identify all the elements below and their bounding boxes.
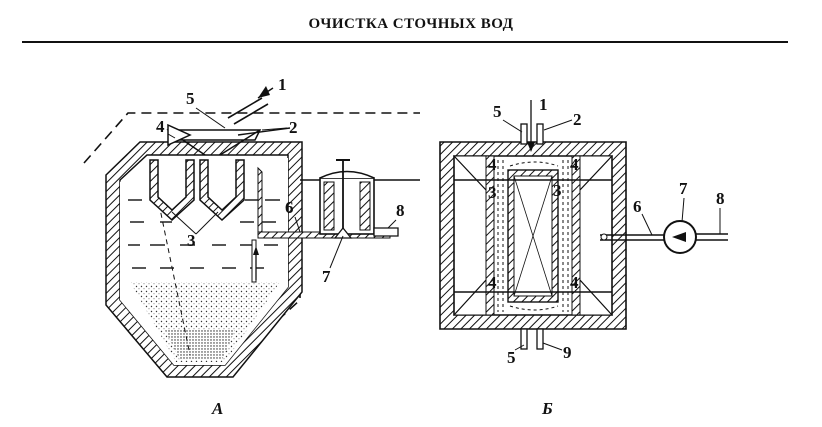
fig-b-label-7: 7 (679, 179, 688, 198)
fig-b-label-4-tl: 4 (488, 155, 497, 174)
fig-b-label-6: 6 (633, 197, 642, 216)
fig-a-caption: А (211, 399, 223, 418)
fig-a-label-3: 3 (187, 231, 196, 250)
fig-b-label-9: 9 (563, 343, 572, 362)
fig-b-label-4-tr: 4 (570, 155, 579, 174)
fig-b-label-8: 8 (716, 189, 725, 208)
sludge-cone (130, 282, 280, 362)
fig-b-label-4-br: 4 (570, 273, 579, 292)
fig-a-label-6: 6 (285, 198, 294, 217)
page-header-title: ОЧИСТКА СТОЧНЫХ ВОД (308, 16, 514, 32)
fig-a-label-5: 5 (186, 89, 195, 108)
fig-b-label-1: 1 (539, 95, 548, 114)
figure-b (439, 100, 728, 350)
fig-b-label-4-bl: 4 (488, 273, 497, 292)
settling-trough-left (149, 159, 195, 222)
fig-b-label-2: 2 (573, 110, 582, 129)
figure-a (83, 86, 420, 378)
fig-b-label-5-top: 5 (493, 102, 502, 121)
fig-a-label-7: 7 (322, 267, 331, 286)
fig-b-label-3-left: 3 (488, 183, 497, 202)
header-rule (22, 41, 788, 43)
settling-trough-right (199, 159, 245, 222)
fig-b-caption: Б (541, 399, 553, 418)
fig-a-label-1: 1 (278, 75, 287, 94)
fig-b-label-5-bottom: 5 (507, 348, 516, 367)
fig-a-label-8: 8 (396, 201, 405, 220)
fig-a-label-2: 2 (289, 118, 298, 137)
fig-b-label-3-right: 3 (553, 181, 562, 200)
fig-a-label-4: 4 (156, 117, 165, 136)
